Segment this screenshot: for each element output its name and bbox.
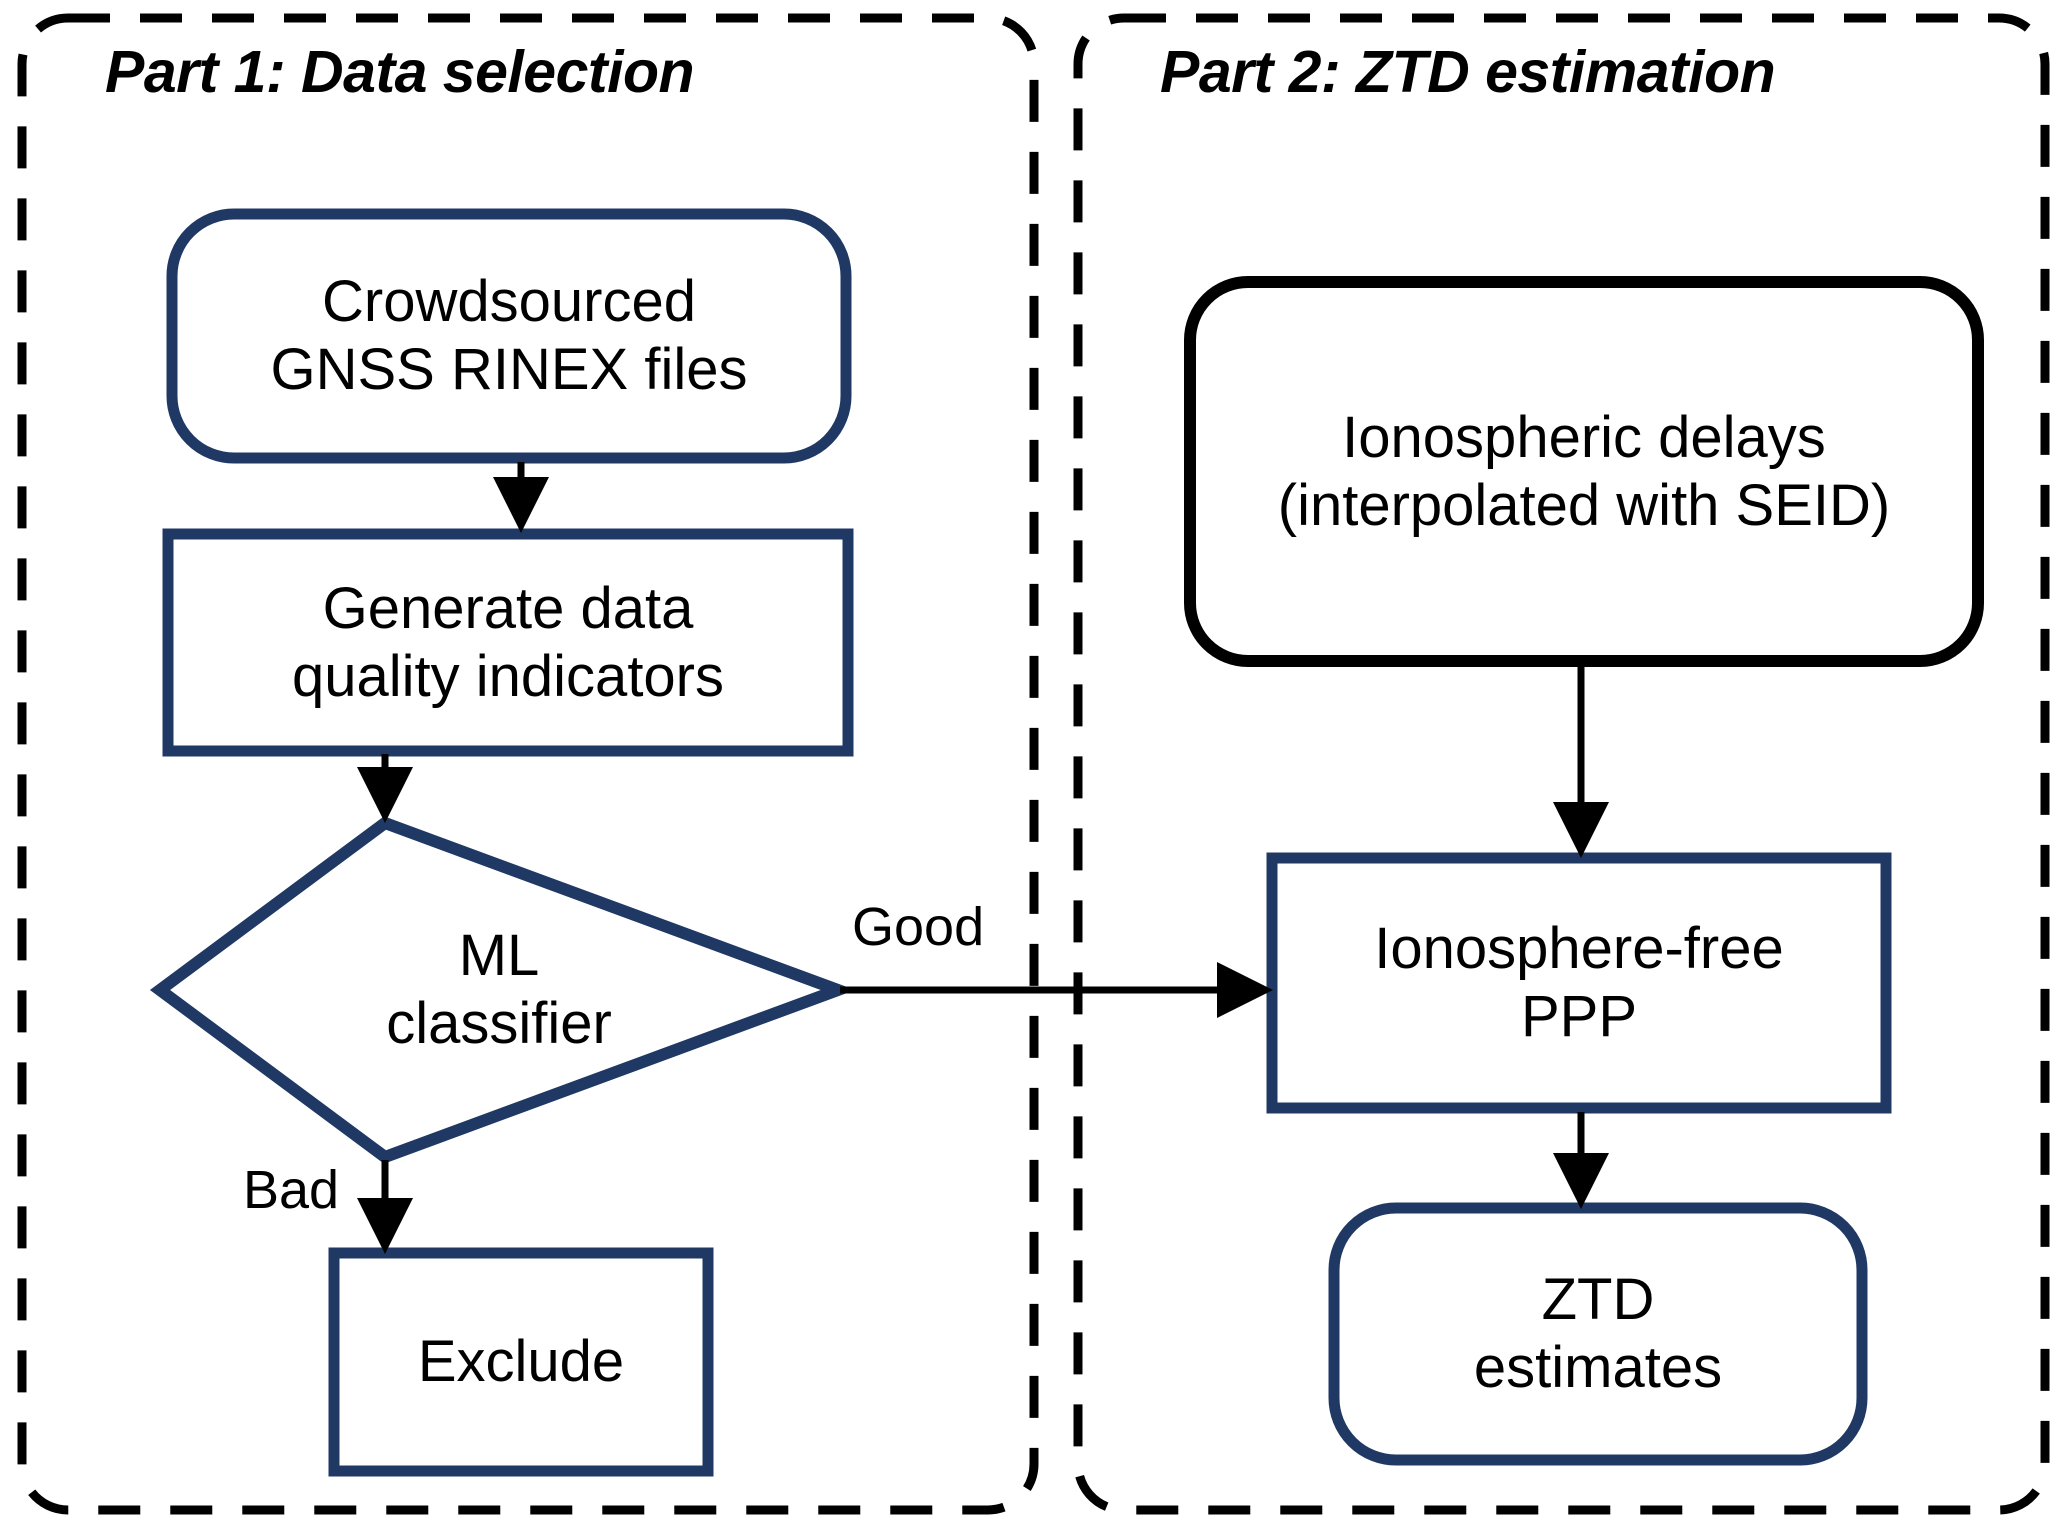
node-classifier-line2: classifier (386, 991, 612, 1056)
node-ppp-shape[interactable] (1266, 852, 1892, 1114)
node-ppp-line1: Ionosphere-free (1374, 916, 1784, 982)
node-classifier-line1: ML (458, 923, 540, 989)
node-iono-delays-line1: Ionospheric delays (1342, 404, 1826, 470)
node-crowdsourced-line2: GNSS RINEX files (270, 337, 748, 402)
node-iono-delays-shape[interactable] (1184, 276, 1984, 667)
node-generate-line1: Generate data (322, 575, 694, 641)
panel-part1-border (17, 13, 1039, 1515)
node-classifier-shape[interactable] (149, 816, 856, 1164)
node-ztd-label: ZTD estimates (1334, 1208, 1862, 1460)
panel-part2-border (1073, 13, 2050, 1515)
panel-part1-title: Part 1: Data selection (105, 39, 695, 105)
node-exclude-line1: Exclude (417, 1329, 625, 1395)
node-ppp-line2: PPP (1520, 984, 1638, 1049)
node-exclude-label: Exclude (334, 1253, 708, 1471)
node-generate-label: Generate data quality indicators (168, 534, 848, 751)
node-ppp-label: Ionosphere-free PPP (1272, 858, 1886, 1108)
node-generate-shape[interactable] (162, 528, 854, 757)
node-ztd-shape[interactable] (1328, 1202, 1868, 1466)
node-crowdsourced-label: Crowdsourced GNSS RINEX files (172, 214, 846, 458)
node-classifier-label: ML classifier (160, 880, 838, 1100)
node-crowdsourced-line1: Crowdsourced (322, 269, 696, 335)
edge-label-bad: Bad (243, 1160, 340, 1220)
node-exclude-shape[interactable] (328, 1247, 714, 1477)
node-iono-delays-line2: (interpolated with SEID) (1277, 472, 1891, 538)
node-generate-line2: quality indicators (292, 643, 724, 709)
node-ztd-line2: estimates (1473, 1335, 1723, 1400)
node-iono-delays-label: Ionospheric delays (interpolated with SE… (1190, 282, 1978, 661)
edge-label-good: Good (852, 897, 985, 957)
panel-part2-title: Part 2: ZTD estimation (1160, 39, 1776, 105)
node-ztd-line1: ZTD (1541, 1267, 1655, 1333)
node-crowdsourced-shape[interactable] (166, 208, 852, 464)
